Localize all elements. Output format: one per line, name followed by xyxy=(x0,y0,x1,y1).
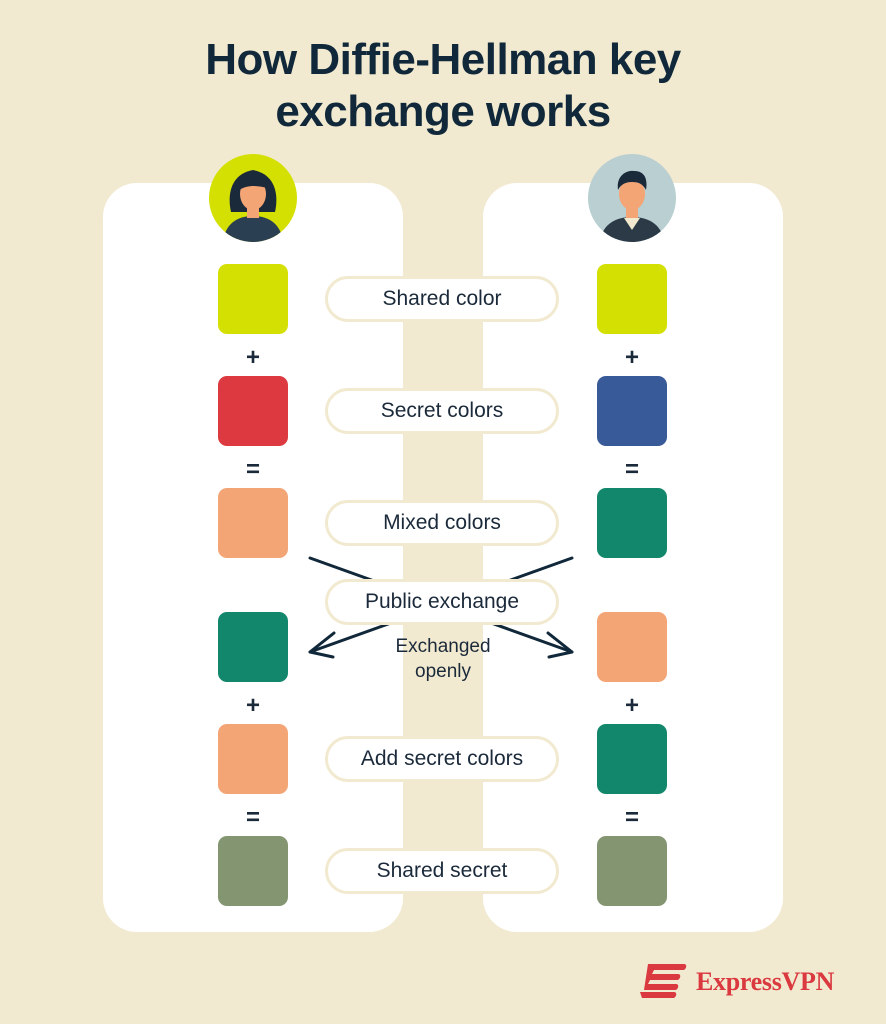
title-line-2: exchange works xyxy=(275,87,611,136)
right-equals-2: = xyxy=(624,804,639,831)
left-equals-1: = xyxy=(245,456,260,483)
label-add-secret-colors: Add secret colors xyxy=(325,736,559,782)
expressvpn-logo-icon xyxy=(640,964,687,998)
right-plus-1: + xyxy=(624,344,639,371)
exchanged-openly-line-2: openly xyxy=(415,661,471,682)
page-title: How Diffie-Hellman key exchange works xyxy=(0,34,886,138)
arrowhead-left-icon xyxy=(308,631,336,659)
right-own-secret-swatch xyxy=(597,724,667,794)
left-plus-1: + xyxy=(245,344,260,371)
brand-logo: ExpressVPN xyxy=(638,962,848,1002)
left-own-secret-swatch xyxy=(218,724,288,794)
right-secret-color-swatch xyxy=(597,376,667,446)
left-equals-2: = xyxy=(245,804,260,831)
exchanged-openly-note: Exchanged openly xyxy=(343,634,543,684)
left-mixed-color-swatch xyxy=(218,488,288,558)
left-shared-color-swatch xyxy=(218,264,288,334)
man-avatar-icon xyxy=(588,154,676,242)
right-received-color-swatch xyxy=(597,612,667,682)
left-shared-secret-swatch xyxy=(218,836,288,906)
left-received-color-swatch xyxy=(218,612,288,682)
label-shared-secret: Shared secret xyxy=(325,848,559,894)
right-shared-color-swatch xyxy=(597,264,667,334)
label-secret-colors: Secret colors xyxy=(325,388,559,434)
right-mixed-color-swatch xyxy=(597,488,667,558)
left-secret-color-swatch xyxy=(218,376,288,446)
right-plus-2: + xyxy=(624,692,639,719)
label-mixed-colors: Mixed colors xyxy=(325,500,559,546)
right-shared-secret-swatch xyxy=(597,836,667,906)
left-plus-2: + xyxy=(245,692,260,719)
brand-name: ExpressVPN xyxy=(696,967,835,996)
arrowhead-right-icon xyxy=(546,631,574,659)
woman-avatar-icon xyxy=(209,154,297,242)
label-shared-color: Shared color xyxy=(325,276,559,322)
right-equals-1: = xyxy=(624,456,639,483)
exchanged-openly-line-1: Exchanged xyxy=(395,636,491,657)
title-line-1: How Diffie-Hellman key xyxy=(205,35,681,84)
label-public-exchange: Public exchange xyxy=(325,579,559,625)
